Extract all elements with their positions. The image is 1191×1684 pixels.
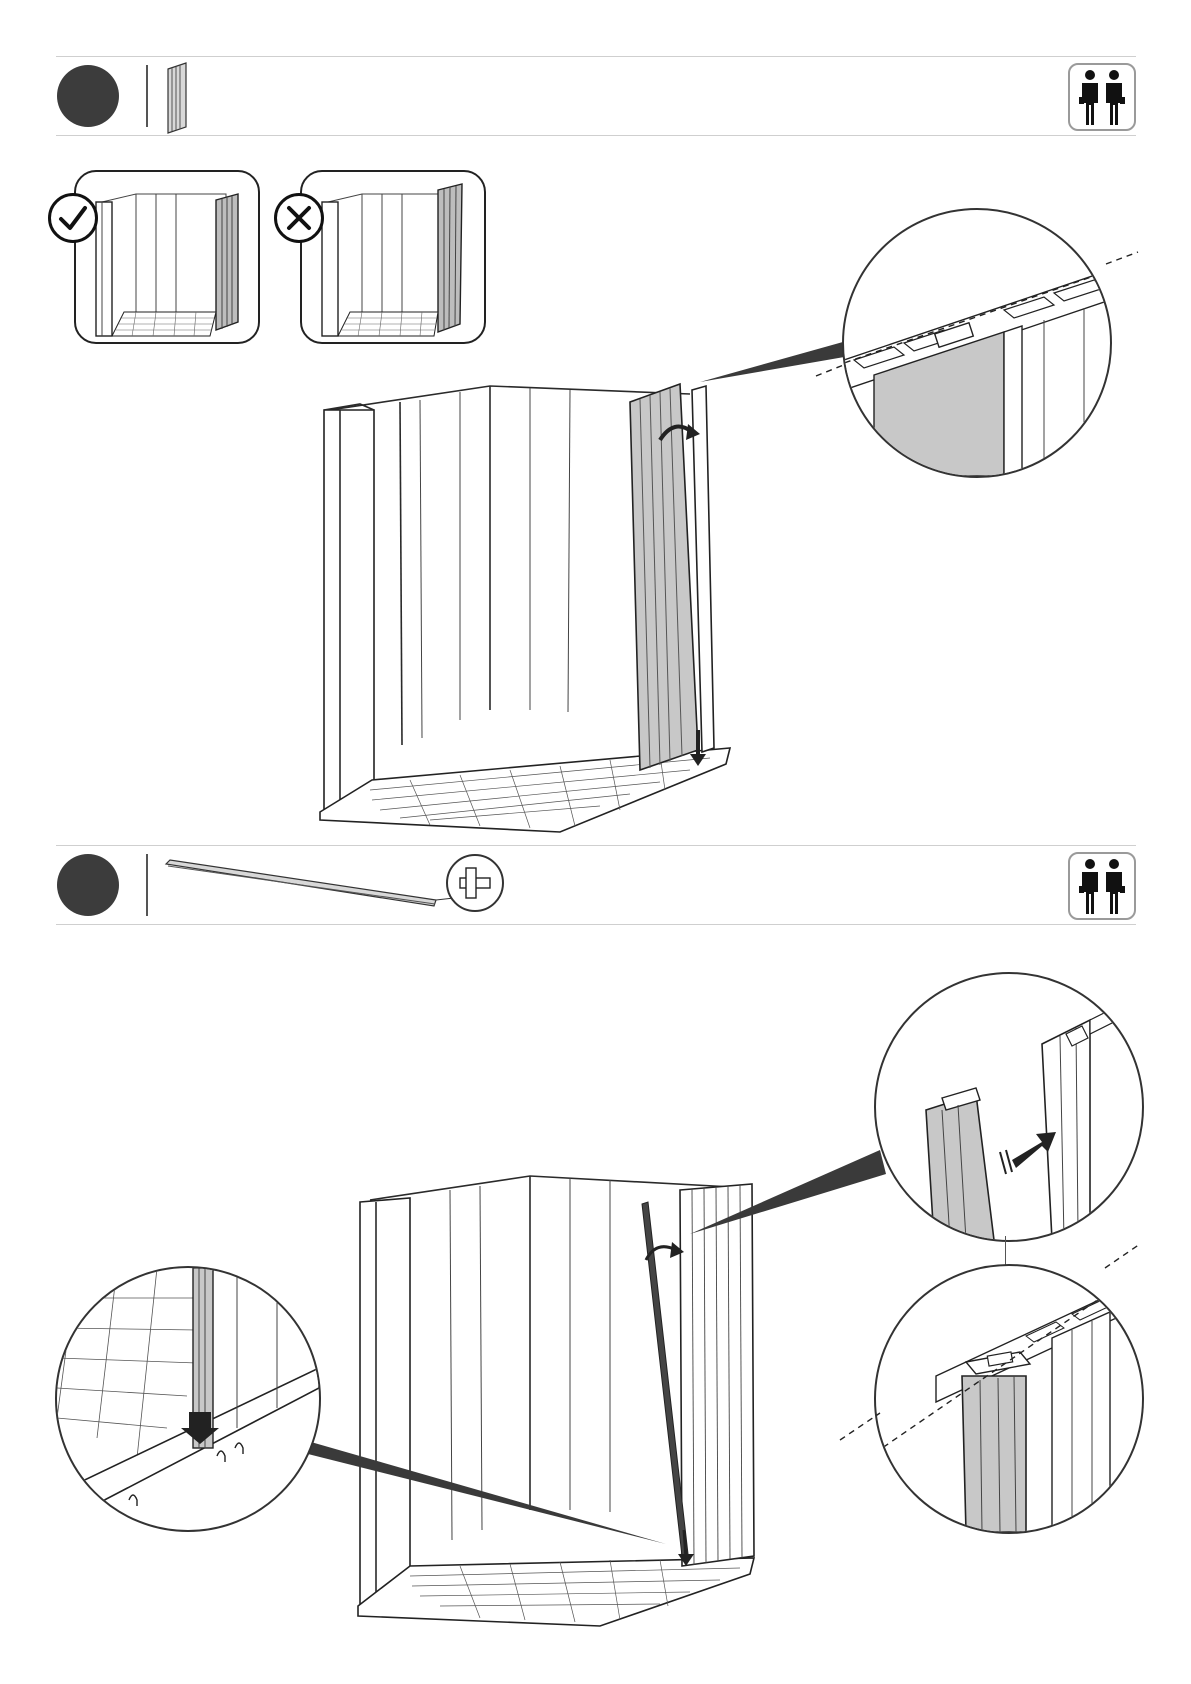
header-divider xyxy=(146,854,148,916)
step-number-badge xyxy=(57,65,119,127)
correct-orientation-thumbnail xyxy=(74,170,260,344)
detail-view-connector-slide xyxy=(874,972,1144,1242)
two-person-icon xyxy=(1068,63,1136,131)
alignment-dashed-line xyxy=(840,1250,1140,1450)
check-icon xyxy=(48,193,98,243)
alignment-dashed-line-a xyxy=(816,252,1146,382)
two-person-icon xyxy=(1068,852,1136,920)
shed-wall-assembly-illustration-a xyxy=(310,380,740,840)
connector-profile-detail-icon xyxy=(446,854,504,912)
cross-icon xyxy=(274,193,324,243)
step-header-a xyxy=(56,56,1136,136)
header-divider xyxy=(146,65,148,127)
callout-pointer-b-right xyxy=(690,1150,890,1240)
wall-panel-part-icon xyxy=(164,61,194,133)
step-header-b xyxy=(56,845,1136,925)
step-number-badge xyxy=(57,854,119,916)
incorrect-orientation-thumbnail xyxy=(300,170,486,344)
detail-view-bottom-insertion xyxy=(55,1266,321,1532)
callout-pointer-b-left xyxy=(300,1440,670,1550)
